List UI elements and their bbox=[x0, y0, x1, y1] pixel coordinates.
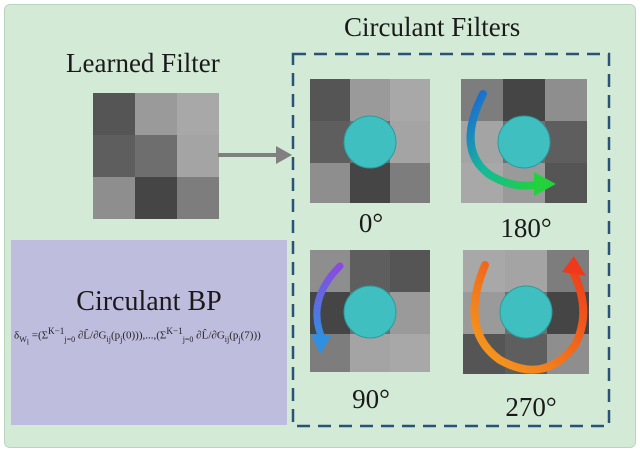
transform-arrow bbox=[218, 146, 292, 164]
label-180deg: 180° bbox=[500, 213, 552, 243]
circulant-bp-box bbox=[11, 240, 287, 425]
learned-filter-grid bbox=[93, 93, 219, 219]
filter-180deg bbox=[461, 79, 587, 203]
circulant-bp-formula: δWi =(ΣK−1j=0 ∂L̂/∂Gij(pj(0))),...,(ΣK−1… bbox=[14, 326, 261, 347]
label-270deg: 270° bbox=[505, 392, 557, 422]
learned-filter-title: Learned Filter bbox=[66, 48, 220, 78]
filter-90deg bbox=[310, 250, 430, 372]
filter-270deg bbox=[463, 250, 589, 374]
label-90deg: 90° bbox=[352, 384, 390, 414]
label-0deg: 0° bbox=[358, 208, 384, 238]
filter-0deg bbox=[310, 79, 430, 203]
circulant-bp-title: Circulant BP bbox=[76, 286, 222, 317]
circulant-filters-title: Circulant Filters bbox=[344, 12, 521, 42]
circulant-filters-frame bbox=[291, 52, 611, 428]
